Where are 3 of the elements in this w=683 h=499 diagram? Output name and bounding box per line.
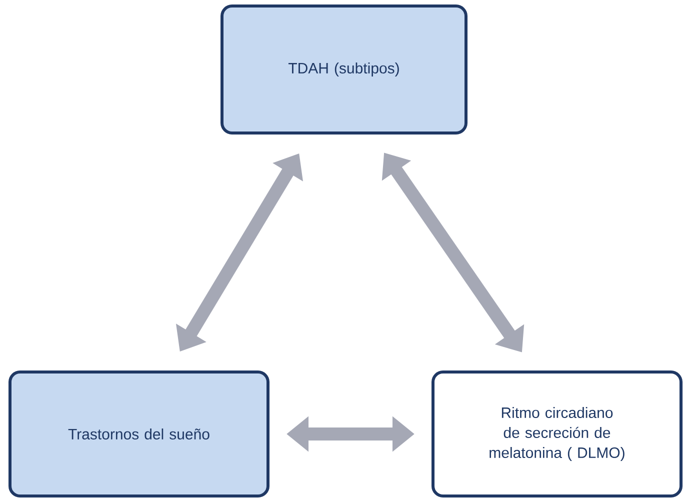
process-box: Trastornos del sueño xyxy=(8,370,270,498)
process-box: TDAH (subtipos) xyxy=(220,4,468,134)
process-box: Ritmo circadiano de secreción de melatonina ( DLMO) xyxy=(432,370,682,498)
